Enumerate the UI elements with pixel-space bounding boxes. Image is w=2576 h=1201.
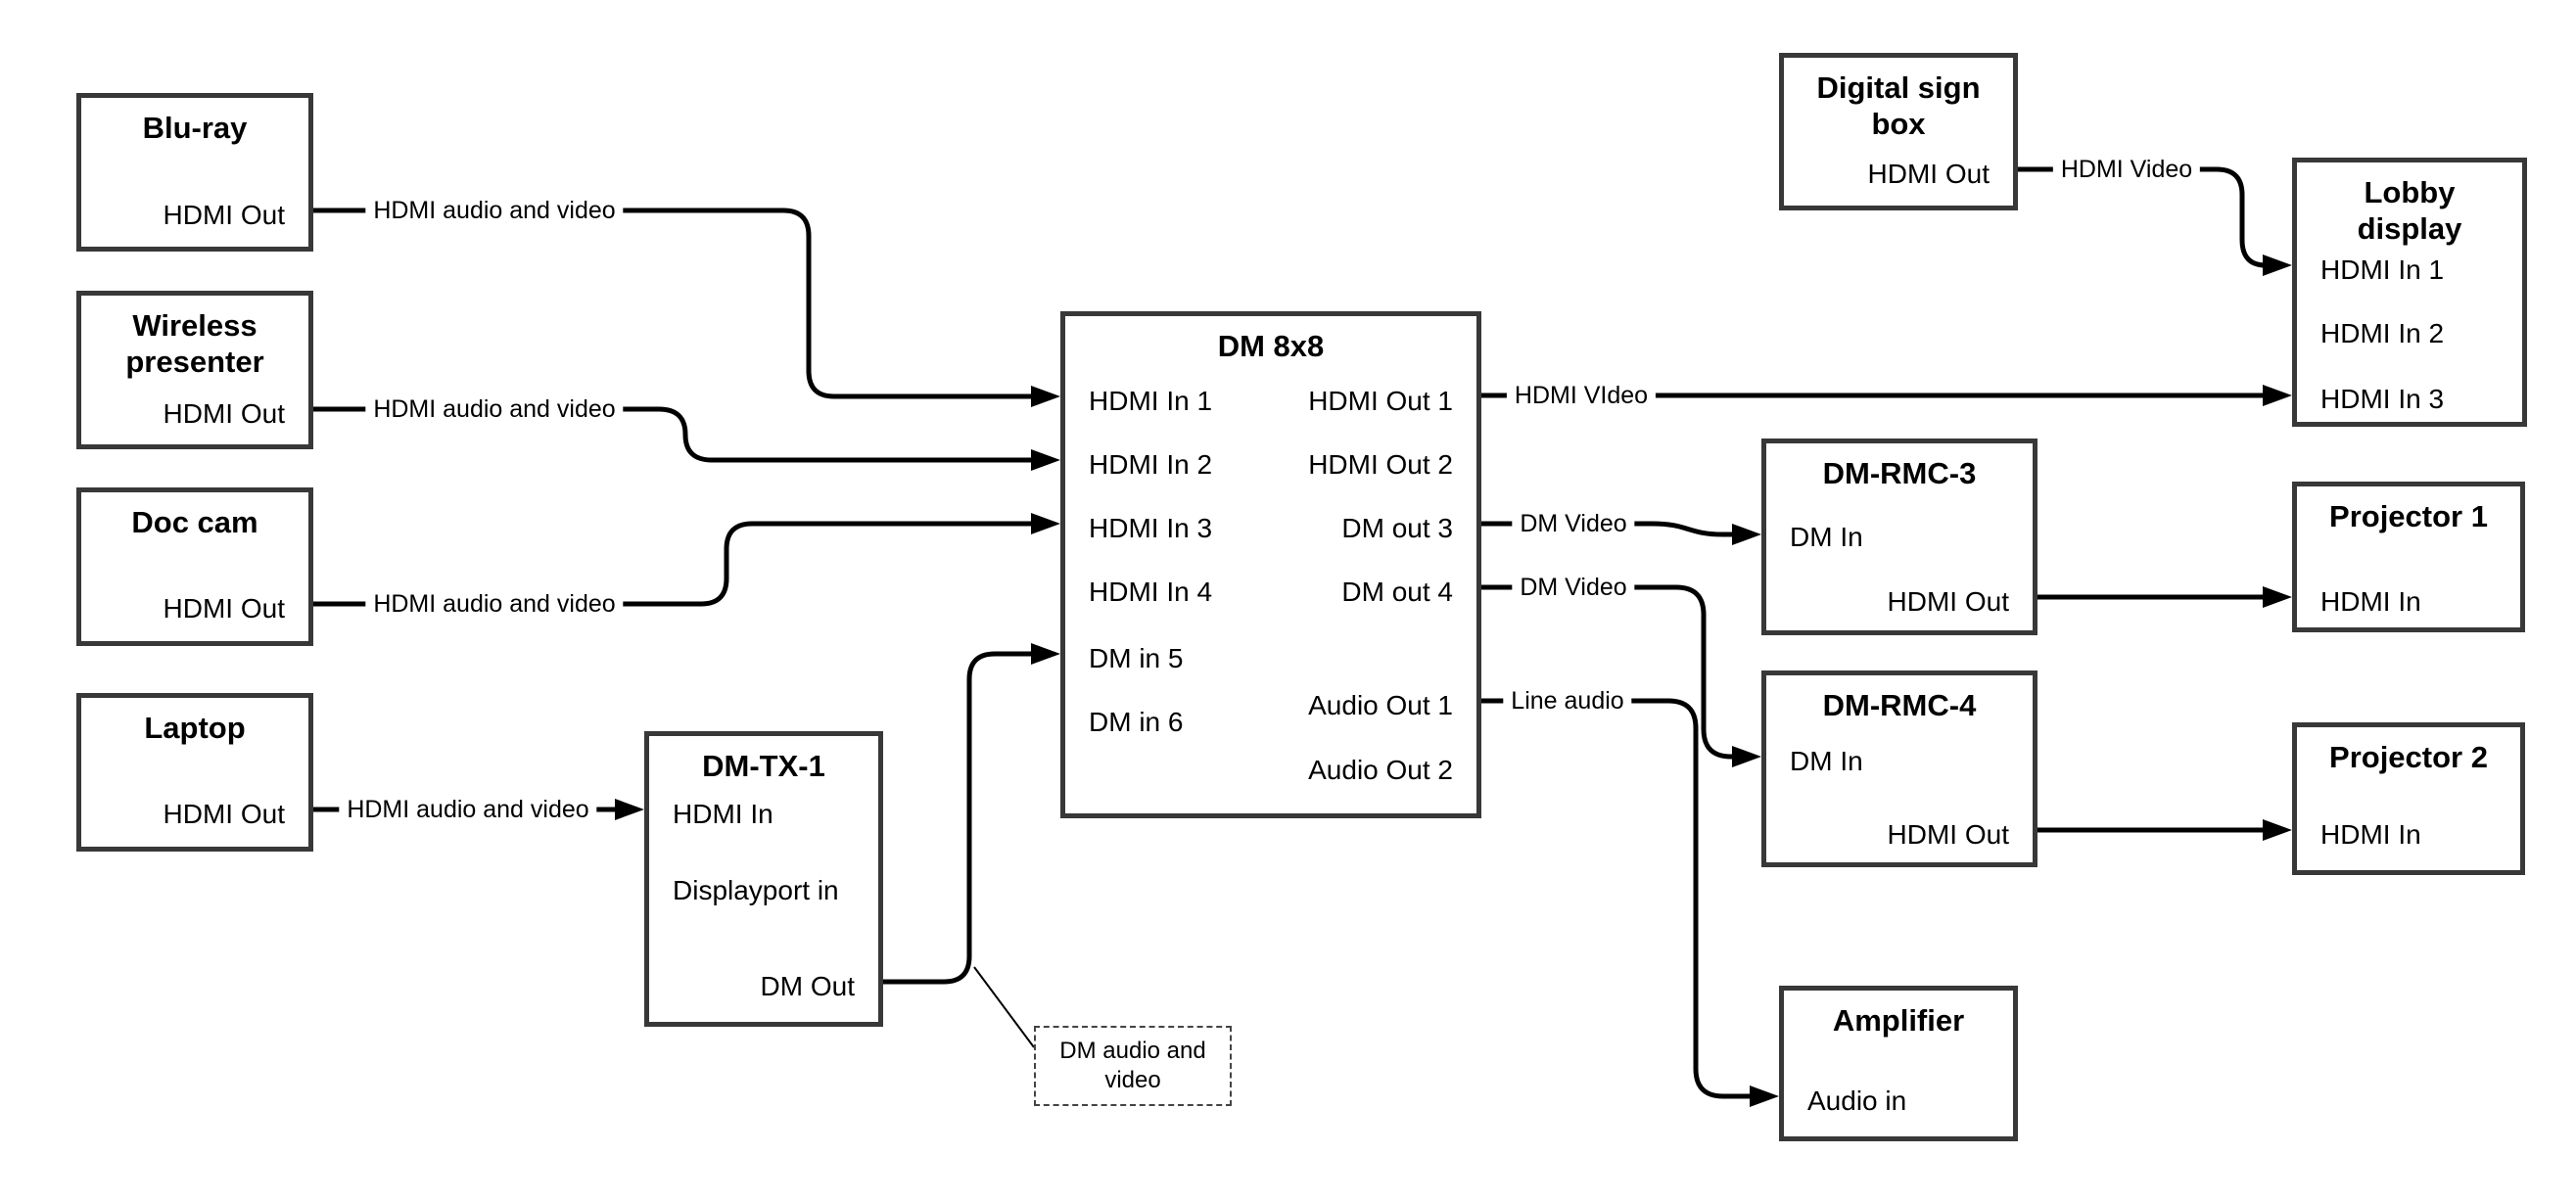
port-hdmi-out: HDMI Out xyxy=(1867,159,1990,189)
wire-label-line-audio: Line audio xyxy=(1503,686,1632,716)
wire-dmtx1-to-dm8x8-in5 xyxy=(882,651,1034,985)
box-title: DM-RMC-3 xyxy=(1822,456,1977,490)
box-title: Wireless presenter xyxy=(125,308,264,379)
wire-label-hdmi-video-out1: HDMI VIdeo xyxy=(1506,381,1657,410)
arrowhead-projector2-hdmi-in xyxy=(2263,819,2292,841)
wire-wireless-to-dm8x8-in2 xyxy=(312,406,1034,463)
device-box-dm-8x8: DM 8x8 HDMI In 1 HDMI In 2 HDMI In 3 HDM… xyxy=(1060,311,1481,818)
arrowhead-rmc4-dm-in xyxy=(1732,746,1761,767)
wire-label-hdmi-audio-video-doccam: HDMI audio and video xyxy=(365,589,624,619)
device-box-dm-rmc-4: DM-RMC-4 DM In HDMI Out xyxy=(1761,670,2037,867)
device-box-projector-2: Projector 2 HDMI In xyxy=(2292,722,2525,875)
box-title: Laptop xyxy=(144,711,246,745)
arrowhead-dm8x8-in2 xyxy=(1031,449,1060,471)
arrowhead-amp-audio-in xyxy=(1750,1086,1779,1107)
wire-label-hdmi-audio-video-laptop: HDMI audio and video xyxy=(339,795,597,824)
port-hdmi-in: HDMI In xyxy=(673,799,773,829)
wire-label-hdmi-audio-video-wireless: HDMI audio and video xyxy=(365,394,624,424)
arrowhead-lobby-in3 xyxy=(2263,385,2292,406)
device-box-lobby-display: Lobby display HDMI In 1 HDMI In 2 HDMI I… xyxy=(2292,158,2527,427)
box-title: DM-RMC-4 xyxy=(1822,688,1977,722)
port-hdmi-in-1: HDMI In 1 xyxy=(1089,386,1213,416)
box-title: DM-TX-1 xyxy=(702,749,825,783)
wire-doccam-to-dm8x8-in3 xyxy=(312,521,1034,607)
wire-dm8x8-out4-to-rmc4 xyxy=(1481,584,1735,760)
port-dm-out: DM Out xyxy=(760,971,855,1001)
port-hdmi-out: HDMI Out xyxy=(163,200,285,230)
box-title: Lobby display xyxy=(2357,175,2462,246)
port-hdmi-in-1: HDMI In 1 xyxy=(2320,254,2445,285)
port-hdmi-in: HDMI In xyxy=(2320,586,2421,617)
box-title: Amplifier xyxy=(1832,1003,1965,1038)
arrowhead-rmc3-dm-in xyxy=(1732,524,1761,545)
port-hdmi-in-2: HDMI In 2 xyxy=(1089,449,1213,480)
port-dm-in-5: DM in 5 xyxy=(1089,643,1184,673)
box-title: Projector 1 xyxy=(2329,499,2488,533)
port-dm-in: DM In xyxy=(1790,746,1863,776)
port-dm-in-6: DM in 6 xyxy=(1089,707,1184,737)
device-box-digital-sign-box: Digital sign box HDMI Out xyxy=(1779,53,2018,210)
port-hdmi-in-3: HDMI In 3 xyxy=(1089,513,1213,543)
box-title: DM 8x8 xyxy=(1217,329,1325,363)
port-hdmi-out: HDMI Out xyxy=(1887,586,2009,617)
wire-dm8x8-audio1-to-amp xyxy=(1481,698,1753,1099)
arrowhead-dm8x8-in3 xyxy=(1031,513,1060,534)
port-hdmi-out: HDMI Out xyxy=(163,593,285,624)
device-box-laptop: Laptop HDMI Out xyxy=(76,693,313,852)
port-audio-out-2: Audio Out 2 xyxy=(1308,755,1453,785)
arrowhead-dmtx1-hdmi-in xyxy=(615,799,644,820)
wire-bluray-to-dm8x8-in1 xyxy=(312,208,1034,399)
note-box-dm-audio-and-video: DM audio and video xyxy=(1034,1026,1232,1106)
port-hdmi-in-4: HDMI In 4 xyxy=(1089,577,1213,607)
wire-label-hdmi-audio-video-bluray: HDMI audio and video xyxy=(365,196,624,225)
port-displayport-in: Displayport in xyxy=(673,875,839,905)
port-hdmi-in-2: HDMI In 2 xyxy=(2320,318,2445,348)
port-audio-out-1: Audio Out 1 xyxy=(1308,690,1453,720)
device-box-dm-tx-1: DM-TX-1 HDMI In Displayport in DM Out xyxy=(644,731,883,1027)
port-hdmi-out: HDMI Out xyxy=(163,799,285,829)
device-box-bluray: Blu-ray HDMI Out xyxy=(76,93,313,252)
device-box-amplifier: Amplifier Audio in xyxy=(1779,986,2018,1141)
port-hdmi-out: HDMI Out xyxy=(163,398,285,429)
wire-label-hdmi-video-digitalsign: HDMI Video xyxy=(2052,155,2201,184)
device-box-doc-cam: Doc cam HDMI Out xyxy=(76,487,313,646)
device-box-projector-1: Projector 1 HDMI In xyxy=(2292,482,2525,632)
port-dm-in: DM In xyxy=(1790,522,1863,552)
port-hdmi-in-3: HDMI In 3 xyxy=(2320,384,2445,414)
port-dm-out-3: DM out 3 xyxy=(1341,513,1453,543)
device-box-dm-rmc-3: DM-RMC-3 DM In HDMI Out xyxy=(1761,439,2037,635)
note-leader-line xyxy=(973,966,1035,1048)
wire-label-dm-video-out4: DM Video xyxy=(1512,573,1635,602)
port-dm-out-4: DM out 4 xyxy=(1341,577,1453,607)
box-title: Projector 2 xyxy=(2329,740,2488,774)
port-audio-in: Audio in xyxy=(1807,1086,1907,1116)
arrowhead-projector1-hdmi-in xyxy=(2263,586,2292,608)
port-hdmi-out-1: HDMI Out 1 xyxy=(1308,386,1453,416)
wire-digitalsign-to-lobby-in1 xyxy=(2017,166,2267,268)
wire-dm8x8-out3-to-rmc3 xyxy=(1481,521,1735,537)
box-title: Digital sign box xyxy=(1816,70,1981,141)
port-hdmi-in: HDMI In xyxy=(2320,819,2421,850)
box-title: Doc cam xyxy=(131,505,258,539)
arrowhead-lobby-in1 xyxy=(2263,254,2292,276)
arrowhead-dm8x8-in5 xyxy=(1031,643,1060,665)
port-hdmi-out: HDMI Out xyxy=(1887,819,2009,850)
device-box-wireless-presenter: Wireless presenter HDMI Out xyxy=(76,291,313,449)
wire-label-dm-video-out3: DM Video xyxy=(1512,509,1635,538)
port-hdmi-out-2: HDMI Out 2 xyxy=(1308,449,1453,480)
arrowhead-dm8x8-in1 xyxy=(1031,386,1060,407)
box-title: Blu-ray xyxy=(142,111,248,145)
